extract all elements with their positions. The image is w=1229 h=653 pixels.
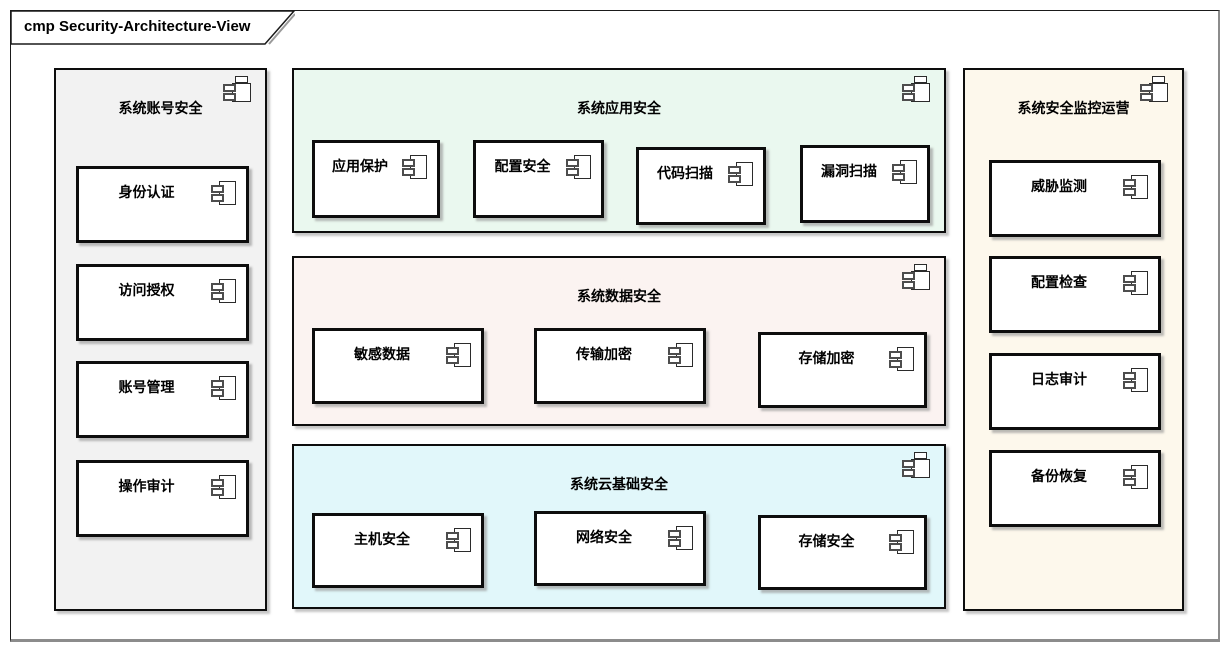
package-component-icon: [1140, 76, 1168, 102]
component-icon: [1123, 271, 1148, 295]
component-operation-audit[interactable]: 操作审计: [76, 460, 249, 537]
component-identity-authentication[interactable]: 身份认证: [76, 166, 249, 243]
component-icon: [889, 530, 914, 554]
component-config-check[interactable]: 配置检查: [989, 256, 1161, 333]
component-label: 操作审计: [118, 478, 175, 494]
component-label: 威胁监测: [1031, 178, 1087, 194]
package-tab: [914, 264, 927, 271]
component-threat-monitoring[interactable]: 威胁监测: [989, 160, 1161, 237]
package-component-icon: [223, 76, 251, 102]
package-tab: [1152, 76, 1165, 83]
container-data-security[interactable]: 系统数据安全 敏感数据 传输加密 存储加密: [292, 256, 946, 426]
component-sensitive-data[interactable]: 敏感数据: [312, 328, 484, 404]
component-icon: [1123, 175, 1148, 199]
component-network-security[interactable]: 网络安全: [534, 511, 706, 586]
component-icon: [211, 181, 236, 205]
component-icon: [1123, 465, 1148, 489]
package-component-icon: [902, 76, 930, 102]
container-cloud-infra-security[interactable]: 系统云基础安全 主机安全 网络安全 存储安全: [292, 444, 946, 609]
package-tab: [914, 452, 927, 459]
component-label: 备份恢复: [1031, 468, 1087, 484]
container-security-monitoring-ops[interactable]: 系统安全监控运营 威胁监测 配置检查 日志审计 备份恢复: [963, 68, 1184, 611]
component-label: 配置检查: [1031, 274, 1087, 290]
component-icon: [892, 160, 917, 184]
component-label: 敏感数据: [354, 346, 410, 362]
component-label: 代码扫描: [657, 165, 713, 181]
component-label: 账号管理: [118, 379, 175, 395]
component-transmission-encryption[interactable]: 传输加密: [534, 328, 706, 404]
container-account-security[interactable]: 系统账号安全 身份认证 访问授权 账号管理 操作审计: [54, 68, 267, 611]
component-access-authorization[interactable]: 访问授权: [76, 264, 249, 341]
container-title: 系统云基础安全: [570, 476, 668, 492]
component-config-security[interactable]: 配置安全: [473, 140, 604, 218]
component-label: 配置安全: [494, 158, 551, 174]
component-icon: [1123, 368, 1148, 392]
component-label: 存储加密: [798, 350, 855, 366]
package-component-icon: [902, 452, 930, 478]
component-icon: [446, 343, 471, 367]
component-icon: [668, 526, 693, 550]
component-label: 日志审计: [1031, 371, 1087, 387]
frame-title-tab: cmp Security-Architecture-View: [10, 10, 296, 45]
component-icon: [211, 475, 236, 499]
component-icon: [402, 155, 427, 179]
component-icon: [211, 376, 236, 400]
diagram-frame: cmp Security-Architecture-View 系统账号安全 身份…: [10, 10, 1220, 642]
component-vulnerability-scan[interactable]: 漏洞扫描: [800, 145, 930, 223]
frame-tab-shape: [10, 10, 296, 45]
component-label: 网络安全: [576, 529, 632, 545]
component-host-security[interactable]: 主机安全: [312, 513, 484, 588]
package-tab: [235, 76, 248, 83]
component-label: 访问授权: [118, 282, 175, 298]
container-title: 系统应用安全: [577, 100, 661, 116]
package-tab: [914, 76, 927, 83]
component-label: 主机安全: [354, 531, 410, 547]
component-storage-security[interactable]: 存储安全: [758, 515, 927, 590]
component-label: 传输加密: [576, 346, 632, 362]
container-application-security[interactable]: 系统应用安全 应用保护 配置安全 代码扫描 漏洞扫描: [292, 68, 946, 233]
component-backup-recovery[interactable]: 备份恢复: [989, 450, 1161, 527]
container-title: 系统数据安全: [577, 288, 661, 304]
container-title: 系统安全监控运营: [1017, 100, 1130, 116]
component-code-scan[interactable]: 代码扫描: [636, 147, 766, 225]
package-component-icon: [902, 264, 930, 290]
component-icon: [728, 162, 753, 186]
component-icon: [566, 155, 591, 179]
component-label: 身份认证: [118, 184, 175, 200]
component-icon: [668, 343, 693, 367]
component-icon: [889, 347, 914, 371]
component-storage-encryption[interactable]: 存储加密: [758, 332, 927, 408]
component-log-audit[interactable]: 日志审计: [989, 353, 1161, 430]
component-icon: [446, 528, 471, 552]
component-icon: [211, 279, 236, 303]
component-account-management[interactable]: 账号管理: [76, 361, 249, 438]
container-title: 系统账号安全: [118, 100, 203, 116]
component-label: 漏洞扫描: [821, 163, 877, 179]
component-app-protection[interactable]: 应用保护: [312, 140, 440, 218]
component-label: 应用保护: [332, 158, 388, 174]
component-label: 存储安全: [798, 533, 855, 549]
diagram-title: cmp Security-Architecture-View: [24, 18, 251, 35]
